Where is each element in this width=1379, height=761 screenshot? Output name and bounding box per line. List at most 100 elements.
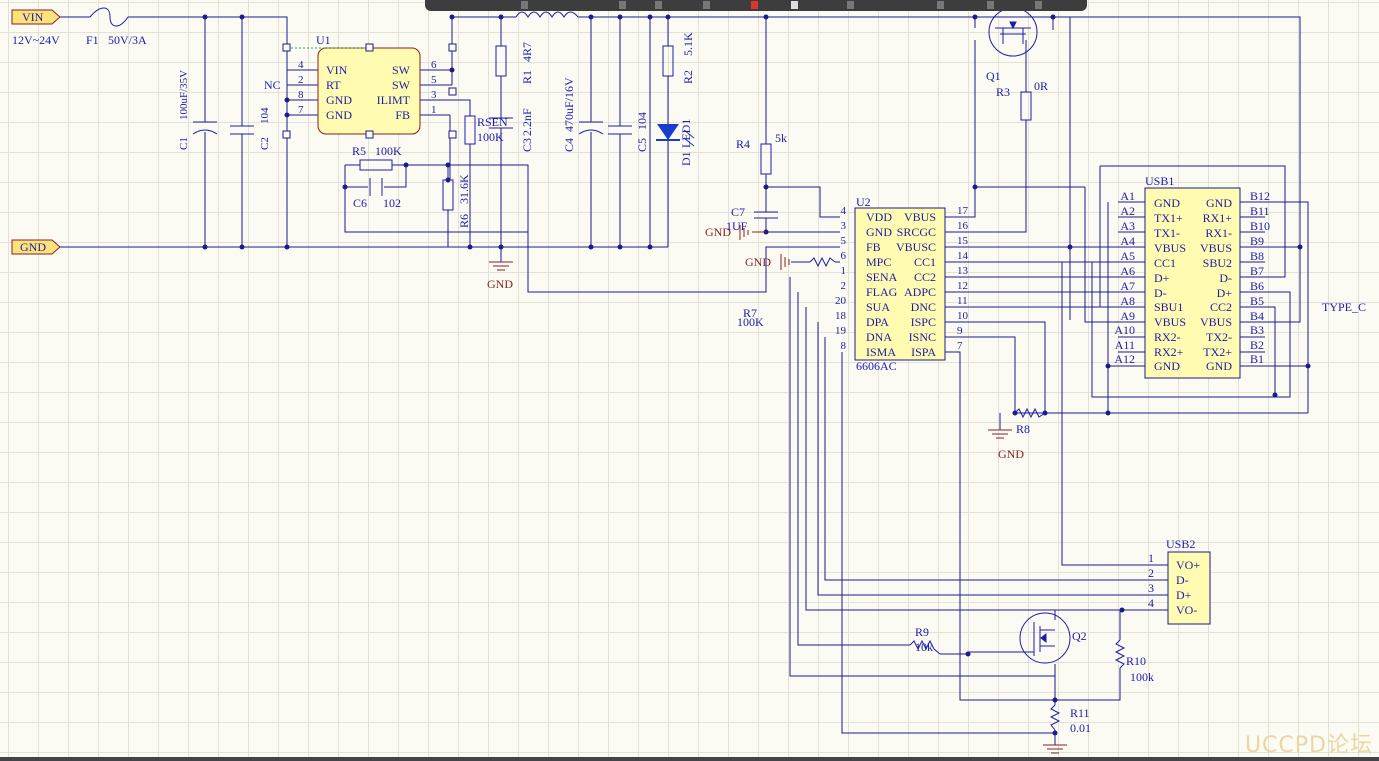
- inductor[interactable]: [515, 11, 579, 18]
- resistor-r2[interactable]: [662, 45, 674, 77]
- toolbar-button[interactable]: [655, 1, 662, 9]
- c6-value: 102: [383, 196, 401, 210]
- resistor-r3[interactable]: [1020, 91, 1032, 121]
- svg-text:B9: B9: [1250, 234, 1264, 248]
- gnd-port[interactable]: GND: [11, 239, 61, 255]
- svg-text:FB: FB: [866, 240, 881, 254]
- mosfet-q1[interactable]: [988, 7, 1038, 57]
- q2-ref: Q2: [1072, 629, 1087, 643]
- usb1-a-pin-numbers: A1 A2 A3 A4 A5 A6 A7 A8 A9 A10 A11 A12: [1114, 189, 1135, 366]
- capacitor-c1[interactable]: [192, 121, 218, 135]
- svg-text:A10: A10: [1114, 323, 1135, 337]
- resistor-r9[interactable]: [909, 639, 941, 655]
- svg-text:VBUSC: VBUSC: [896, 240, 936, 254]
- vin-port[interactable]: VIN: [11, 9, 61, 25]
- svg-text:1: 1: [431, 104, 437, 116]
- fuse-ref: F1: [86, 33, 99, 47]
- toolbar-button[interactable]: [987, 1, 994, 9]
- svg-text:15: 15: [957, 235, 969, 247]
- toolbar-button[interactable]: [751, 1, 758, 9]
- resistor-rsen[interactable]: [464, 115, 476, 145]
- svg-text:4: 4: [1148, 596, 1154, 610]
- toolbar-button[interactable]: [703, 1, 710, 9]
- r5-ref: R5: [352, 144, 366, 158]
- toolbar-button[interactable]: [791, 1, 798, 9]
- capacitor-c2[interactable]: [230, 125, 254, 135]
- r9-value: 10k: [915, 640, 933, 654]
- toolbar-button[interactable]: [521, 1, 528, 9]
- capacitor-c6[interactable]: [369, 178, 383, 196]
- d1-ref: D1: [679, 151, 693, 166]
- capacitor-c4[interactable]: [578, 121, 604, 135]
- resistor-r7[interactable]: [809, 256, 836, 268]
- resistor-r10[interactable]: [1114, 639, 1126, 669]
- svg-text:A2: A2: [1120, 204, 1135, 218]
- u1-left-pin-numbers: 4 2 8 7: [298, 59, 304, 116]
- svg-text:16: 16: [957, 220, 969, 232]
- u2-right-pin-names: VBUS SRCGC VBUSC CC1 CC2 ADPC DNC ISPC I…: [896, 210, 936, 359]
- svg-text:A6: A6: [1120, 264, 1135, 278]
- resistor-r11[interactable]: [1049, 704, 1061, 731]
- r11-value: 0.01: [1070, 721, 1091, 735]
- toolbar-button[interactable]: [619, 1, 626, 9]
- floating-toolbar[interactable]: [425, 0, 1087, 11]
- c2-ref: C2: [259, 137, 271, 150]
- svg-text:B4: B4: [1250, 309, 1264, 323]
- connector-usb2[interactable]: [1167, 551, 1211, 625]
- toolbar-button[interactable]: [937, 1, 944, 9]
- led1-diode[interactable]: [656, 124, 695, 147]
- capacitor-c3[interactable]: [489, 117, 513, 129]
- svg-text:2: 2: [1148, 566, 1154, 580]
- svg-text:GND: GND: [326, 108, 352, 122]
- svg-text:B8: B8: [1250, 249, 1264, 263]
- svg-text:SBU1: SBU1: [1154, 300, 1183, 314]
- chip-u2[interactable]: [854, 207, 946, 361]
- r11-ref: R11: [1070, 706, 1090, 720]
- svg-text:FB: FB: [395, 108, 410, 122]
- toolbar-button[interactable]: [1035, 1, 1042, 9]
- svg-text:TX1-: TX1-: [1154, 226, 1180, 240]
- c7-ref: C7: [731, 205, 745, 219]
- resistor-r8[interactable]: [1014, 407, 1046, 419]
- u2-left-pin-numbers: 4 3 5 6 1 2 20 18 19 8: [835, 205, 847, 352]
- capacitor-c7[interactable]: [754, 211, 778, 219]
- svg-text:B11: B11: [1250, 204, 1270, 218]
- q1-ref: Q1: [986, 69, 1001, 83]
- capacitor-c5[interactable]: [608, 125, 632, 135]
- r3-value: 0R: [1034, 79, 1048, 93]
- r3-ref: R3: [996, 85, 1010, 99]
- ground-label-2: GND: [705, 225, 731, 239]
- r2-value: 5.1K: [681, 32, 695, 56]
- u1-right-pin-names: SW SW ILIMT FB: [377, 63, 411, 122]
- svg-text:18: 18: [835, 310, 847, 322]
- usb2-ref: USB2: [1166, 537, 1195, 551]
- svg-text:A7: A7: [1120, 279, 1135, 293]
- r9-ref: R9: [915, 625, 929, 639]
- connector-usb1[interactable]: [1144, 187, 1241, 379]
- r7-value: 100K: [737, 315, 764, 329]
- svg-text:D+: D+: [1154, 271, 1170, 285]
- svg-text:1: 1: [1148, 551, 1154, 565]
- u2-ref: U2: [856, 195, 871, 209]
- svg-text:ISMA: ISMA: [866, 345, 896, 359]
- chip-u1[interactable]: [282, 43, 457, 139]
- svg-text:SUA: SUA: [866, 300, 890, 314]
- svg-text:17: 17: [957, 205, 969, 217]
- mosfet-q2[interactable]: [1019, 612, 1071, 664]
- resistor-r1[interactable]: [495, 45, 507, 77]
- r7-ref: R7: [743, 306, 757, 320]
- fuse-f1[interactable]: [89, 7, 129, 27]
- usb1-b-pin-numbers: B12 B11 B10 B9 B8 B7 B6 B5 B4 B3 B2 B1: [1250, 189, 1270, 366]
- ground-label-3: GND: [745, 255, 771, 269]
- toolbar-button[interactable]: [847, 1, 854, 9]
- ground-symbol-2: [739, 225, 766, 240]
- r4-ref: R4: [736, 137, 750, 151]
- svg-text:VBUS: VBUS: [904, 210, 936, 224]
- svg-text:GND: GND: [866, 225, 892, 239]
- resistor-r6[interactable]: [442, 179, 454, 211]
- resistor-r4[interactable]: [760, 143, 772, 175]
- resistor-r5[interactable]: [359, 159, 393, 171]
- u1-left-pin-names: VIN RT GND GND: [326, 63, 352, 122]
